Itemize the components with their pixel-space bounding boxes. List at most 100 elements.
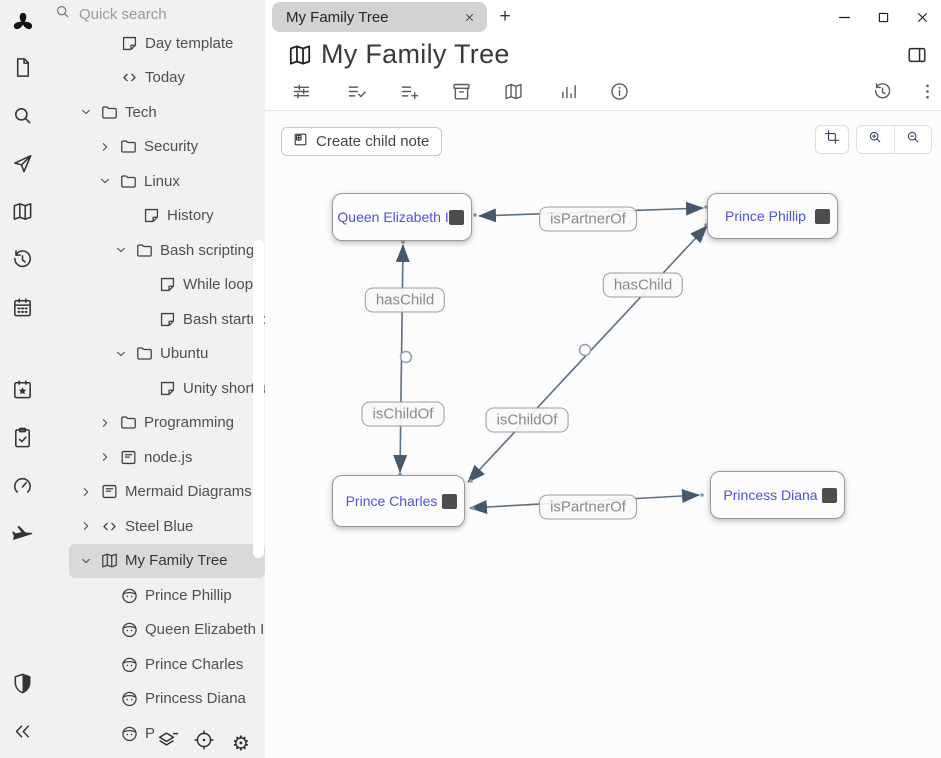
clipboardCheck-icon xyxy=(11,426,34,454)
tree-item-node-js[interactable]: node.js xyxy=(45,440,265,475)
ribbon-revisions-button[interactable] xyxy=(870,82,894,106)
tree-item-security[interactable]: Security xyxy=(45,130,265,165)
launcher-item-note-map[interactable] xyxy=(0,190,45,238)
tree-item-p[interactable]: P xyxy=(45,716,265,751)
create-child-note-button[interactable]: Create child note xyxy=(281,127,443,156)
chevron-down-icon[interactable] xyxy=(78,104,100,120)
ribbon-basic-properties-button[interactable] xyxy=(289,82,313,106)
chevron-right-icon[interactable] xyxy=(97,415,119,431)
window-minimize-button[interactable] xyxy=(835,8,853,26)
tree-item-label: Queen Elizabeth II xyxy=(145,621,265,639)
chevron-right-icon[interactable] xyxy=(97,449,119,465)
map-node-princess-diana[interactable]: Princess Diana xyxy=(710,471,845,519)
tree-item-bash-scripting[interactable]: Bash scripting xyxy=(45,233,265,268)
zoom-in-icon xyxy=(867,129,883,150)
resize-handle[interactable] xyxy=(442,493,457,509)
quick-search[interactable]: Quick search xyxy=(45,0,265,28)
tree-item-ubuntu[interactable]: Ubuntu xyxy=(45,337,265,372)
tree-item-queen-elizabeth-ii[interactable]: Queen Elizabeth II xyxy=(45,613,265,648)
window-maximize-button[interactable] xyxy=(874,8,892,26)
tree-item-while-loop[interactable]: While loop xyxy=(45,268,265,303)
launcher-item-bookmarks[interactable] xyxy=(0,368,45,416)
file-icon xyxy=(11,56,34,84)
note-title[interactable]: My Family Tree xyxy=(321,39,510,69)
launcher-item-new-note[interactable] xyxy=(0,46,45,94)
tree-item-prince-phillip[interactable]: Prince Phillip xyxy=(45,578,265,613)
chevron-right-icon[interactable] xyxy=(78,518,100,534)
launcher-item-protected-session[interactable] xyxy=(0,662,45,710)
tree-item-princess-diana[interactable]: Princess Diana xyxy=(45,682,265,717)
tree-item-bash-startup[interactable]: Bash startup xyxy=(45,302,265,337)
tree-item-linux[interactable]: Linux xyxy=(45,164,265,199)
chevron-right-icon[interactable] xyxy=(97,139,119,155)
tree-item-programming[interactable]: Programming xyxy=(45,406,265,441)
tab-close-icon[interactable] xyxy=(463,11,476,24)
launcher-item-calendar[interactable] xyxy=(0,286,45,334)
target-icon xyxy=(193,729,215,757)
face-icon xyxy=(120,586,141,605)
map-node-prince-charles[interactable]: Prince Charles xyxy=(332,475,465,527)
edge-label-ispartnerof: isPartnerOf xyxy=(539,206,637,232)
tree-item-day-template[interactable]: Day template xyxy=(45,26,265,61)
launcher-item-task-manager[interactable] xyxy=(0,416,45,464)
map-node-title[interactable]: Queen Elizabeth II xyxy=(337,209,453,225)
resize-handle[interactable] xyxy=(449,209,464,225)
map-node-title[interactable]: Prince Phillip xyxy=(725,208,806,224)
launcher-item-collapse-launcher[interactable] xyxy=(0,710,45,758)
toggle-right-pane-icon[interactable] xyxy=(906,44,928,71)
ribbon-more-menu-button[interactable] xyxy=(915,82,939,106)
note-plus-icon xyxy=(292,131,309,152)
ribbon-note-map-button[interactable] xyxy=(501,82,525,106)
launcher-item-dashboard[interactable] xyxy=(0,464,45,512)
tree-settings-button[interactable]: ⚙ xyxy=(229,731,253,755)
ribbon-note-info-button[interactable] xyxy=(607,82,631,106)
chevron-down-icon[interactable] xyxy=(97,173,119,189)
tree-item-mermaid-diagrams[interactable]: Mermaid Diagrams xyxy=(45,475,265,510)
chevron-down-icon[interactable] xyxy=(78,553,100,569)
tree-scrollbar-thumb[interactable] xyxy=(253,240,264,558)
edge-label-haschild: hasChild xyxy=(364,287,446,313)
window-close-button[interactable] xyxy=(913,8,931,26)
tree-item-label: Steel Blue xyxy=(125,517,194,535)
tree-item-my-family-tree[interactable]: My Family Tree xyxy=(69,543,265,578)
folder-icon xyxy=(135,344,156,363)
launcher-item-travel[interactable] xyxy=(0,512,45,560)
launcher-item-jump-to-note[interactable] xyxy=(0,142,45,190)
ribbon-note-paths-button[interactable] xyxy=(449,82,473,106)
map-node-title[interactable]: Princess Diana xyxy=(723,487,818,503)
gauge-icon xyxy=(11,474,34,502)
reset-pan-zoom-button[interactable] xyxy=(815,125,849,154)
tree-item-today[interactable]: Today xyxy=(45,61,265,96)
resize-handle[interactable] xyxy=(815,208,830,224)
listPlus-icon xyxy=(399,81,420,107)
create-child-note-label: Create child note xyxy=(316,133,430,150)
zoom-out-button[interactable] xyxy=(895,126,932,153)
chevron-down-icon[interactable] xyxy=(113,346,135,362)
tree-item-steel-blue[interactable]: Steel Blue xyxy=(45,509,265,544)
tab-my-family-tree[interactable]: My Family Tree xyxy=(272,2,487,32)
tree-item-unity-shortcuts[interactable]: Unity shortcuts xyxy=(45,371,265,406)
chevron-right-icon[interactable] xyxy=(78,484,100,500)
chevron-down-icon[interactable] xyxy=(113,242,135,258)
map-node-prince-phillip[interactable]: Prince Phillip xyxy=(707,193,838,239)
ribbon-similar-notes-button[interactable] xyxy=(556,82,580,106)
scroll-to-active-note-button[interactable] xyxy=(192,729,216,757)
relation-map-canvas[interactable]: Queen Elizabeth II Prince Phillip Prince… xyxy=(265,111,941,758)
map-node-queen-elizabeth-ii[interactable]: Queen Elizabeth II xyxy=(332,193,472,241)
launcher-item-recent-changes[interactable] xyxy=(0,238,45,286)
ribbon-inherited-attributes-button[interactable] xyxy=(397,82,421,106)
tree-item-tech[interactable]: Tech xyxy=(45,95,265,130)
new-tab-button[interactable]: + xyxy=(499,6,511,27)
collapse-tree-button[interactable] xyxy=(155,731,179,755)
zoom-in-button[interactable] xyxy=(857,126,895,153)
launcher-item-search[interactable] xyxy=(0,94,45,142)
ribbon-owned-attributes-button[interactable] xyxy=(344,82,368,106)
ribbon-bar xyxy=(265,77,941,110)
tree-item-history[interactable]: History xyxy=(45,199,265,234)
map-node-title[interactable]: Prince Charles xyxy=(345,493,438,509)
resize-handle[interactable] xyxy=(822,487,837,503)
launcher-item-trilium-logo[interactable] xyxy=(0,6,45,46)
tree-item-prince-charles[interactable]: Prince Charles xyxy=(45,647,265,682)
